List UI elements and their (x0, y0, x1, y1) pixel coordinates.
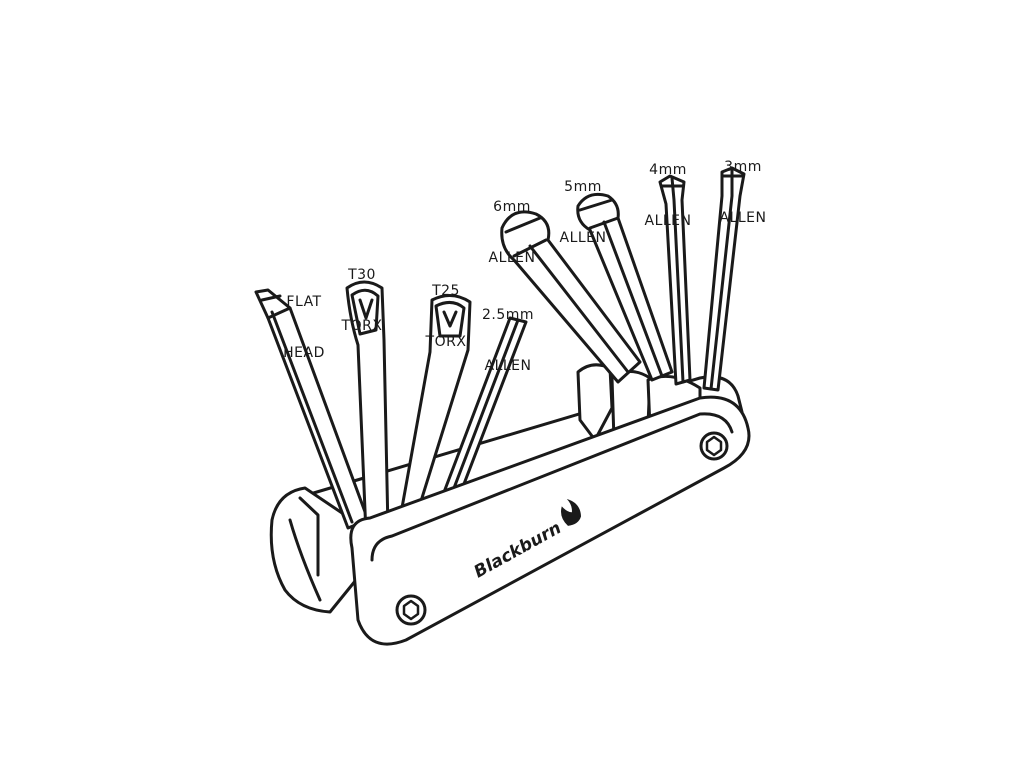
label-allen-6mm: 6mm ALLEN (482, 165, 542, 301)
label-line: T30 (348, 267, 376, 283)
allen-3mm-bit (702, 166, 746, 392)
allen-5mm-bit (576, 192, 674, 382)
label-line: HEAD (283, 345, 325, 361)
front-plate-inner (370, 412, 734, 562)
label-line: 3mm (724, 159, 762, 175)
label-line: ALLEN (484, 358, 532, 374)
label-line: TORX (341, 318, 383, 334)
label-flat-head: FLAT HEAD (280, 260, 328, 396)
label-line: 6mm (493, 199, 531, 215)
label-line: 4mm (649, 162, 687, 178)
label-line: T25 (432, 283, 460, 299)
label-allen-3mm: 3mm ALLEN (713, 125, 773, 261)
left-screw (395, 594, 427, 626)
right-screw (699, 431, 729, 461)
front-side-plate (349, 395, 751, 646)
label-t25-torx: T25 TORX (420, 249, 472, 385)
allen-6mm-bit (500, 210, 642, 384)
label-line: ALLEN (719, 210, 767, 226)
label-allen-5mm: 5mm ALLEN (553, 145, 613, 281)
label-line: 5mm (564, 179, 602, 195)
label-line: FLAT (286, 294, 322, 310)
label-line: TORX (425, 334, 467, 350)
label-allen-4mm: 4mm ALLEN (638, 128, 698, 264)
rear-tool-stack-detail (288, 496, 322, 602)
label-t30-torx: T30 TORX (336, 233, 388, 369)
allen-4mm-bit (658, 174, 692, 386)
flame-icon (561, 499, 582, 526)
label-line: ALLEN (488, 250, 536, 266)
right-tool-stack (576, 363, 614, 442)
label-line: ALLEN (644, 213, 692, 229)
label-line: 2.5mm (481, 307, 535, 323)
label-allen-2-5mm: 2.5mm ALLEN (476, 273, 540, 409)
label-line: ALLEN (559, 230, 607, 246)
